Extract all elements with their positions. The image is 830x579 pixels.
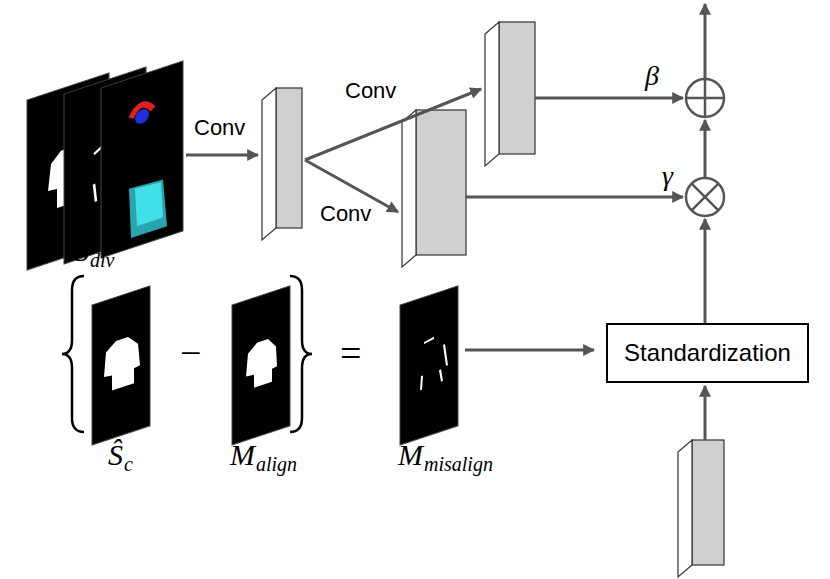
math-subscript: div: [88, 250, 116, 270]
math-symbol: M: [228, 440, 257, 470]
operator-symbol: =: [338, 334, 363, 372]
clothing-mask: [92, 286, 150, 445]
box-label: Standardization: [624, 340, 791, 366]
feature-block: [485, 22, 535, 166]
math-subscript: c: [122, 454, 135, 474]
math-subscript: align: [254, 454, 299, 474]
operation-label: Conv: [343, 80, 398, 102]
segmentation-image: [101, 61, 183, 258]
math-subscript: misalign: [422, 454, 495, 474]
parameter-symbol: β: [643, 62, 661, 90]
brace: [62, 276, 84, 432]
brace: [290, 276, 312, 432]
math-symbol: M: [396, 440, 425, 470]
operation-label: Conv: [318, 203, 373, 225]
multiply-operator: [686, 178, 724, 216]
add-operator: [686, 79, 724, 117]
feature-block: [678, 440, 724, 577]
math-symbol: Ŝ: [106, 440, 125, 470]
operator-symbol: −: [178, 334, 203, 372]
feature-block: [262, 88, 302, 240]
parameter-symbol: γ: [660, 162, 675, 190]
math-symbol: Ŝ: [72, 236, 91, 266]
align-mask: [232, 286, 290, 445]
misalign-mask: [400, 286, 458, 445]
process-box: Standardization: [606, 323, 809, 383]
operation-label: Conv: [192, 117, 247, 139]
feature-block: [402, 110, 466, 267]
